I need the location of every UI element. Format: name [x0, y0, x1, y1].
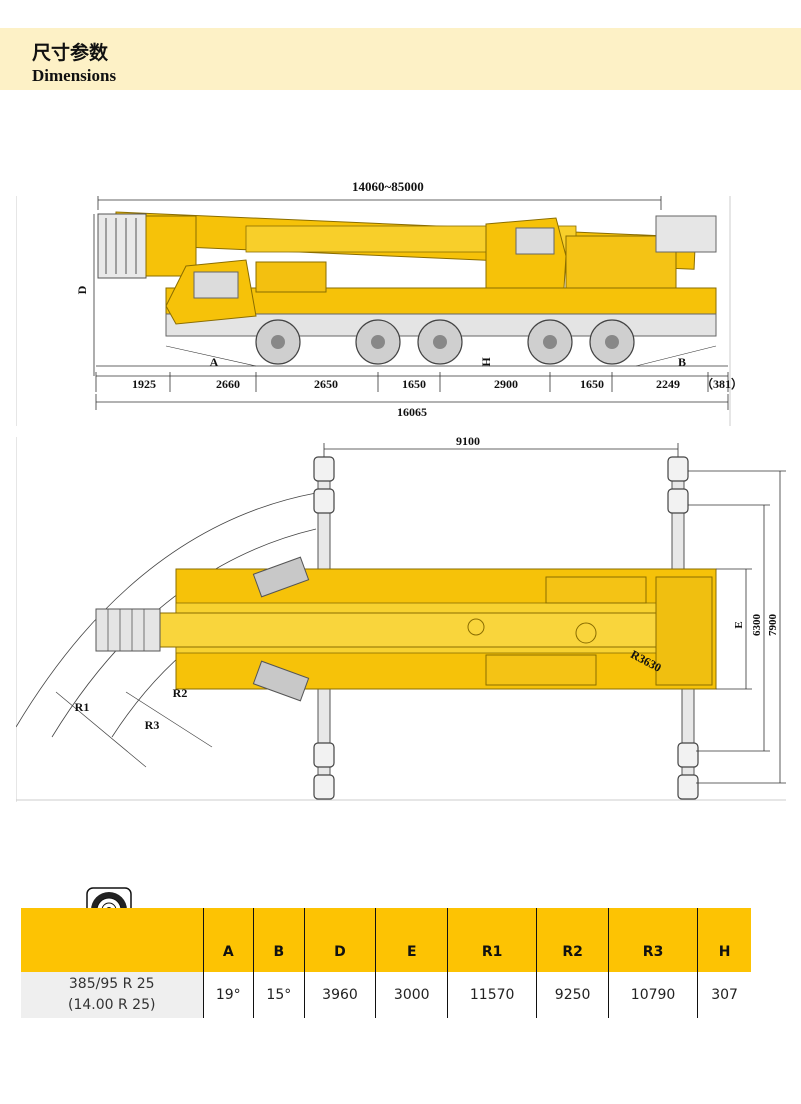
table-cell: 3960	[303, 972, 376, 1018]
table-cell: 307	[697, 972, 751, 1018]
column-header: R1	[447, 908, 537, 972]
tyre-size-line1: 385/95 R 25	[68, 976, 155, 992]
table-header-blank	[21, 908, 203, 972]
table-header-row: A B D E R1 R2 R3 H	[21, 908, 751, 972]
top-view-drawing: 9100 R1 R2 R3 R3630 E 63	[16, 437, 786, 802]
column-header: R2	[536, 908, 609, 972]
table-cell: 3000	[375, 972, 448, 1018]
table-cell: 10790	[607, 972, 698, 1018]
column-header: R3	[607, 908, 698, 972]
boom-length-text: 14060~85000	[352, 179, 424, 194]
angle-a-label: A	[210, 355, 219, 369]
outrigger-span-label: 9100	[456, 437, 480, 448]
section-title-zh: 尺寸参数	[32, 42, 109, 64]
column-header: B	[253, 908, 305, 972]
column-header: D	[303, 908, 376, 972]
segment-5: 2900	[494, 377, 518, 391]
angle-b-label: B	[678, 355, 686, 369]
segment-4: 1650	[402, 377, 426, 391]
segment-2: 2660	[216, 377, 240, 391]
dimension-table: A B D E R1 R2 R3 H 385/95 R 25 (14.00 R …	[21, 908, 751, 1018]
table-cell: 15°	[253, 972, 305, 1018]
segment-3: 2650	[314, 377, 338, 391]
table-cell: 11570	[447, 972, 537, 1018]
total-length-label: 16065	[397, 405, 427, 419]
segment-7: 2249	[656, 377, 680, 391]
width-e-label: E	[733, 621, 745, 628]
column-header: A	[202, 908, 254, 972]
clearance-h-label: H	[479, 357, 493, 367]
segment-1: 1925	[132, 377, 156, 391]
table-cell: 9250	[536, 972, 609, 1018]
table-row: 385/95 R 25 (14.00 R 25) 19° 15° 3960 30…	[21, 972, 751, 1018]
section-title-en: Dimensions	[32, 66, 117, 85]
tyre-size-line2: (14.00 R 25)	[68, 997, 156, 1013]
width-inner-label: 6300	[751, 614, 763, 637]
segment-6: 1650	[580, 377, 604, 391]
table-cell: 19°	[202, 972, 254, 1018]
width-outer-label: 7900	[767, 614, 779, 637]
radius-r3-label: R3	[145, 718, 160, 732]
height-d-label: D	[75, 285, 89, 294]
section-header: 尺寸参数 Dimensions	[0, 28, 801, 90]
column-header: E	[375, 908, 448, 972]
side-view-drawing: 14060~85000 D A B H 1925 2660 2650 1650	[16, 196, 736, 426]
segment-8: （381）	[701, 376, 736, 391]
radius-r1-label: R1	[75, 700, 90, 714]
tyre-size-cell: 385/95 R 25 (14.00 R 25)	[21, 972, 203, 1018]
column-header: H	[697, 908, 751, 972]
